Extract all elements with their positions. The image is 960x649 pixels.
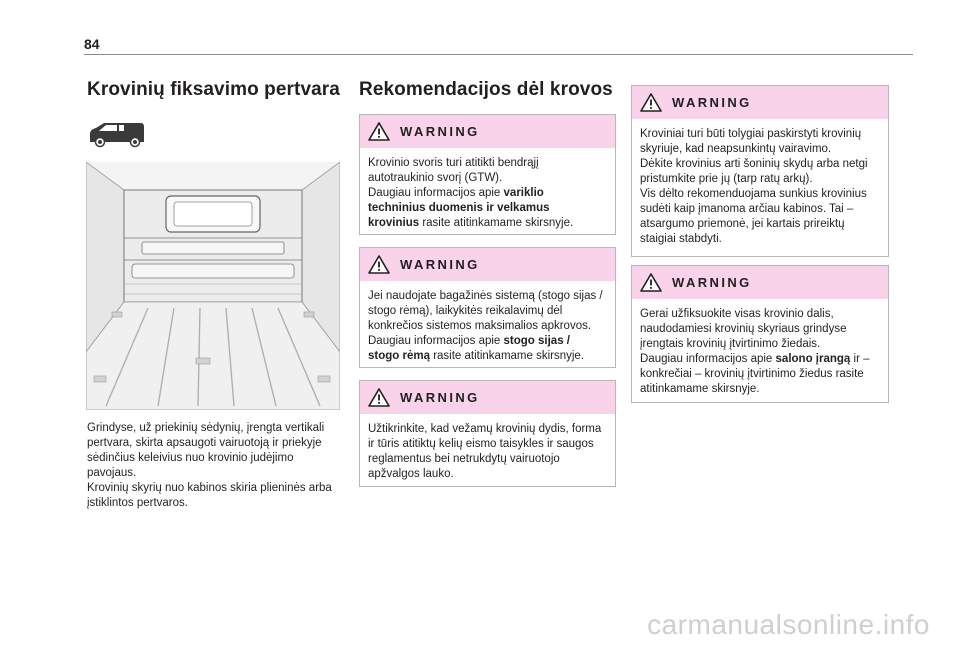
warning-box-roof-bars: WARNING Jei naudojate bagažinės sistemą … [359, 247, 616, 368]
text-run: rasite atitinkamame skirsnyje. [419, 217, 574, 229]
warning-title: WARNING [400, 257, 480, 272]
text-run: Daugiau informacijos apie [368, 335, 504, 347]
text-run: atsargumo priemonė, jei kartais prireikt… [640, 218, 845, 230]
text-run: Kroviniai turi būti tolygiai paskirstyti… [640, 128, 862, 140]
watermark: carmanualsonline.info [647, 609, 930, 640]
warning-triangle-icon [368, 255, 390, 274]
bold-text-run: stogo rėmą [368, 350, 430, 362]
text-line: pavojaus. [87, 467, 137, 479]
warning-text: Kroviniai turi būti tolygiai paskirstyti… [640, 127, 880, 247]
text-run: autotraukinio svorį (GTW). [368, 172, 503, 184]
text-run: įrengtais krovinių įtvirtinimo žiedais. [640, 338, 821, 350]
warning-text: Užtikrinkite, kad vežamų krovinių dydis,… [368, 422, 607, 482]
warning-body: Gerai užfiksuokite visas krovinio dalis,… [632, 299, 888, 403]
warning-triangle-icon [640, 93, 662, 112]
text-run: ir tūris atitiktų kelių eismo taisykles … [368, 438, 594, 450]
warning-header: WARNING [360, 115, 615, 148]
text-run: staigiai stabdyti. [640, 233, 722, 245]
text-run: Jei naudojate bagažinės sistemą (stogo s… [368, 290, 603, 302]
text-run: sudėti kaip įmanoma arčiau kabinos. Tai … [640, 203, 854, 215]
text-line: sėdinčius keleivius nuo krovinio judėjim… [87, 452, 294, 464]
text-run: rasite atitinkamame skirsnyje. [430, 350, 585, 362]
bold-text-run: salono įrangą [775, 353, 851, 365]
text-run: Gerai užfiksuokite visas krovinio dalis, [640, 308, 834, 320]
warning-body: Kroviniai turi būti tolygiai paskirstyti… [632, 119, 888, 253]
bold-text-run: variklio [503, 187, 544, 199]
bold-text-run: krovinius [368, 217, 420, 229]
text-run: reglamentus bei netrukdytų vairuotojo [368, 453, 560, 465]
header-rule [84, 54, 913, 55]
warning-title: WARNING [672, 275, 752, 290]
bold-text-run: techninius duomenis ir velkamus [368, 202, 550, 214]
text-run: konkrečiai – krovinių įtvirtinimo žiedus… [640, 368, 864, 380]
warning-text: Jei naudojate bagažinės sistemą (stogo s… [368, 289, 607, 364]
section-title-cargo-partition: Krovinių fiksavimo pertvara [87, 79, 340, 100]
section-loading-recommendations: Rekomendacijos dėl krovos [359, 78, 615, 102]
cargo-partition-description: Grindyse, už priekinių sėdynių, įrengta … [87, 421, 343, 511]
text-line: Krovinių skyrių nuo kabinos skiria plien… [87, 482, 332, 494]
text-run: ir – [850, 353, 870, 365]
warning-header: WARNING [360, 381, 615, 414]
section-title-loading-recommendations: Rekomendacijos dėl krovos [359, 79, 613, 100]
van-icon [90, 123, 144, 148]
warning-text: Krovinio svoris turi atitikti bendrąjį au… [368, 156, 607, 231]
warning-title: WARNING [400, 390, 480, 405]
text-run: Daugiau informacijos apie [640, 353, 776, 365]
warning-box-load-weight: WARNING Krovinio svoris turi atitikti be… [359, 114, 616, 235]
warning-box-load-distribution: WARNING Kroviniai turi būti tolygiai pas… [631, 85, 889, 257]
warning-box-load-dimensions: WARNING Užtikrinkite, kad vežamų krovini… [359, 380, 616, 487]
text-run: atitinkamame skirsnyje. [640, 383, 760, 395]
text-run: Vis dėlto rekomenduojama sunkius krovini… [640, 188, 867, 200]
warning-body: Užtikrinkite, kad vežamų krovinių dydis,… [360, 414, 615, 488]
warning-box-securing-load: WARNING Gerai užfiksuokite visas krovini… [631, 265, 889, 403]
text-run: Dėkite krovinius arti šoninių skydų arba… [640, 158, 868, 170]
warning-title: WARNING [400, 124, 480, 139]
text-run: konkrečios sistemos maksimalios apkrovos… [368, 320, 592, 332]
warning-title: WARNING [672, 95, 752, 110]
text-run: Užtikrinkite, kad vežamų krovinių dydis,… [368, 423, 602, 435]
text-line: Grindyse, už priekinių sėdynių, įrengta … [87, 422, 325, 434]
text-run: naudodamiesi krovinių skyriaus grindyse [640, 323, 847, 335]
text-run: skyriuje, kad neapsunkintų vairavimo. [640, 143, 832, 155]
body-paragraph: Grindyse, už priekinių sėdynių, įrengta … [87, 421, 343, 511]
text-run: pristumkite prie jų (tarp ratų arkų). [640, 173, 813, 185]
warning-body: Krovinio svoris turi atitikti bendrąjį au… [360, 148, 615, 237]
text-line: pertvara, skirta apsaugoti vairuotoją ir… [87, 437, 322, 449]
warning-triangle-icon [368, 388, 390, 407]
text-line: įstiklintos pertvaros. [87, 497, 188, 509]
warning-header: WARNING [632, 266, 888, 299]
warning-triangle-icon [368, 122, 390, 141]
text-run: Daugiau informacijos apie [368, 187, 504, 199]
text-run: apžvalgos lauko. [368, 468, 454, 480]
cargo-area-illustration [86, 162, 340, 410]
warning-header: WARNING [360, 248, 615, 281]
text-run: stogo rėmą), laikykitės reikalavimų dėl [368, 305, 563, 317]
page-number: 84 [84, 36, 100, 52]
warning-triangle-icon [640, 273, 662, 292]
warning-body: Jei naudojate bagažinės sistemą (stogo s… [360, 281, 615, 370]
warning-header: WARNING [632, 86, 888, 119]
text-run: Krovinio svoris turi atitikti bendrąjį [368, 157, 539, 169]
bold-text-run: stogo sijas / [503, 335, 570, 347]
warning-text: Gerai užfiksuokite visas krovinio dalis,… [640, 307, 880, 397]
section-cargo-partition: Krovinių fiksavimo pertvara [87, 78, 341, 102]
